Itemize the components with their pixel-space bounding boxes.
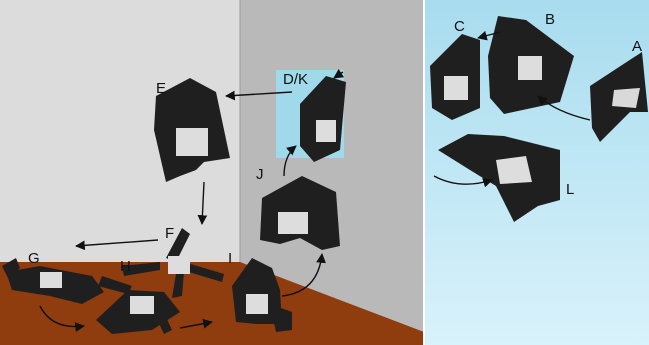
body-icon bbox=[518, 56, 542, 80]
body-icon bbox=[246, 294, 268, 314]
label-l: L bbox=[566, 181, 574, 198]
body-icon bbox=[130, 296, 154, 314]
label-f: F bbox=[165, 225, 174, 242]
label-h: H bbox=[120, 258, 131, 275]
label-a: A bbox=[632, 38, 642, 55]
body-icon bbox=[168, 256, 190, 274]
body-icon bbox=[496, 156, 532, 184]
label-j: J bbox=[256, 166, 264, 183]
label-d-k: D/K bbox=[283, 71, 308, 88]
body-icon bbox=[278, 212, 308, 234]
label-e: E bbox=[156, 80, 166, 97]
body-icon bbox=[176, 128, 208, 156]
label-c: C bbox=[454, 18, 465, 35]
body-icon bbox=[444, 76, 468, 100]
label-i: I bbox=[228, 250, 232, 267]
body-icon bbox=[612, 88, 640, 108]
body-icon bbox=[316, 120, 336, 142]
label-b: B bbox=[545, 11, 555, 28]
label-g: G bbox=[28, 250, 40, 267]
body-icon bbox=[40, 272, 62, 288]
